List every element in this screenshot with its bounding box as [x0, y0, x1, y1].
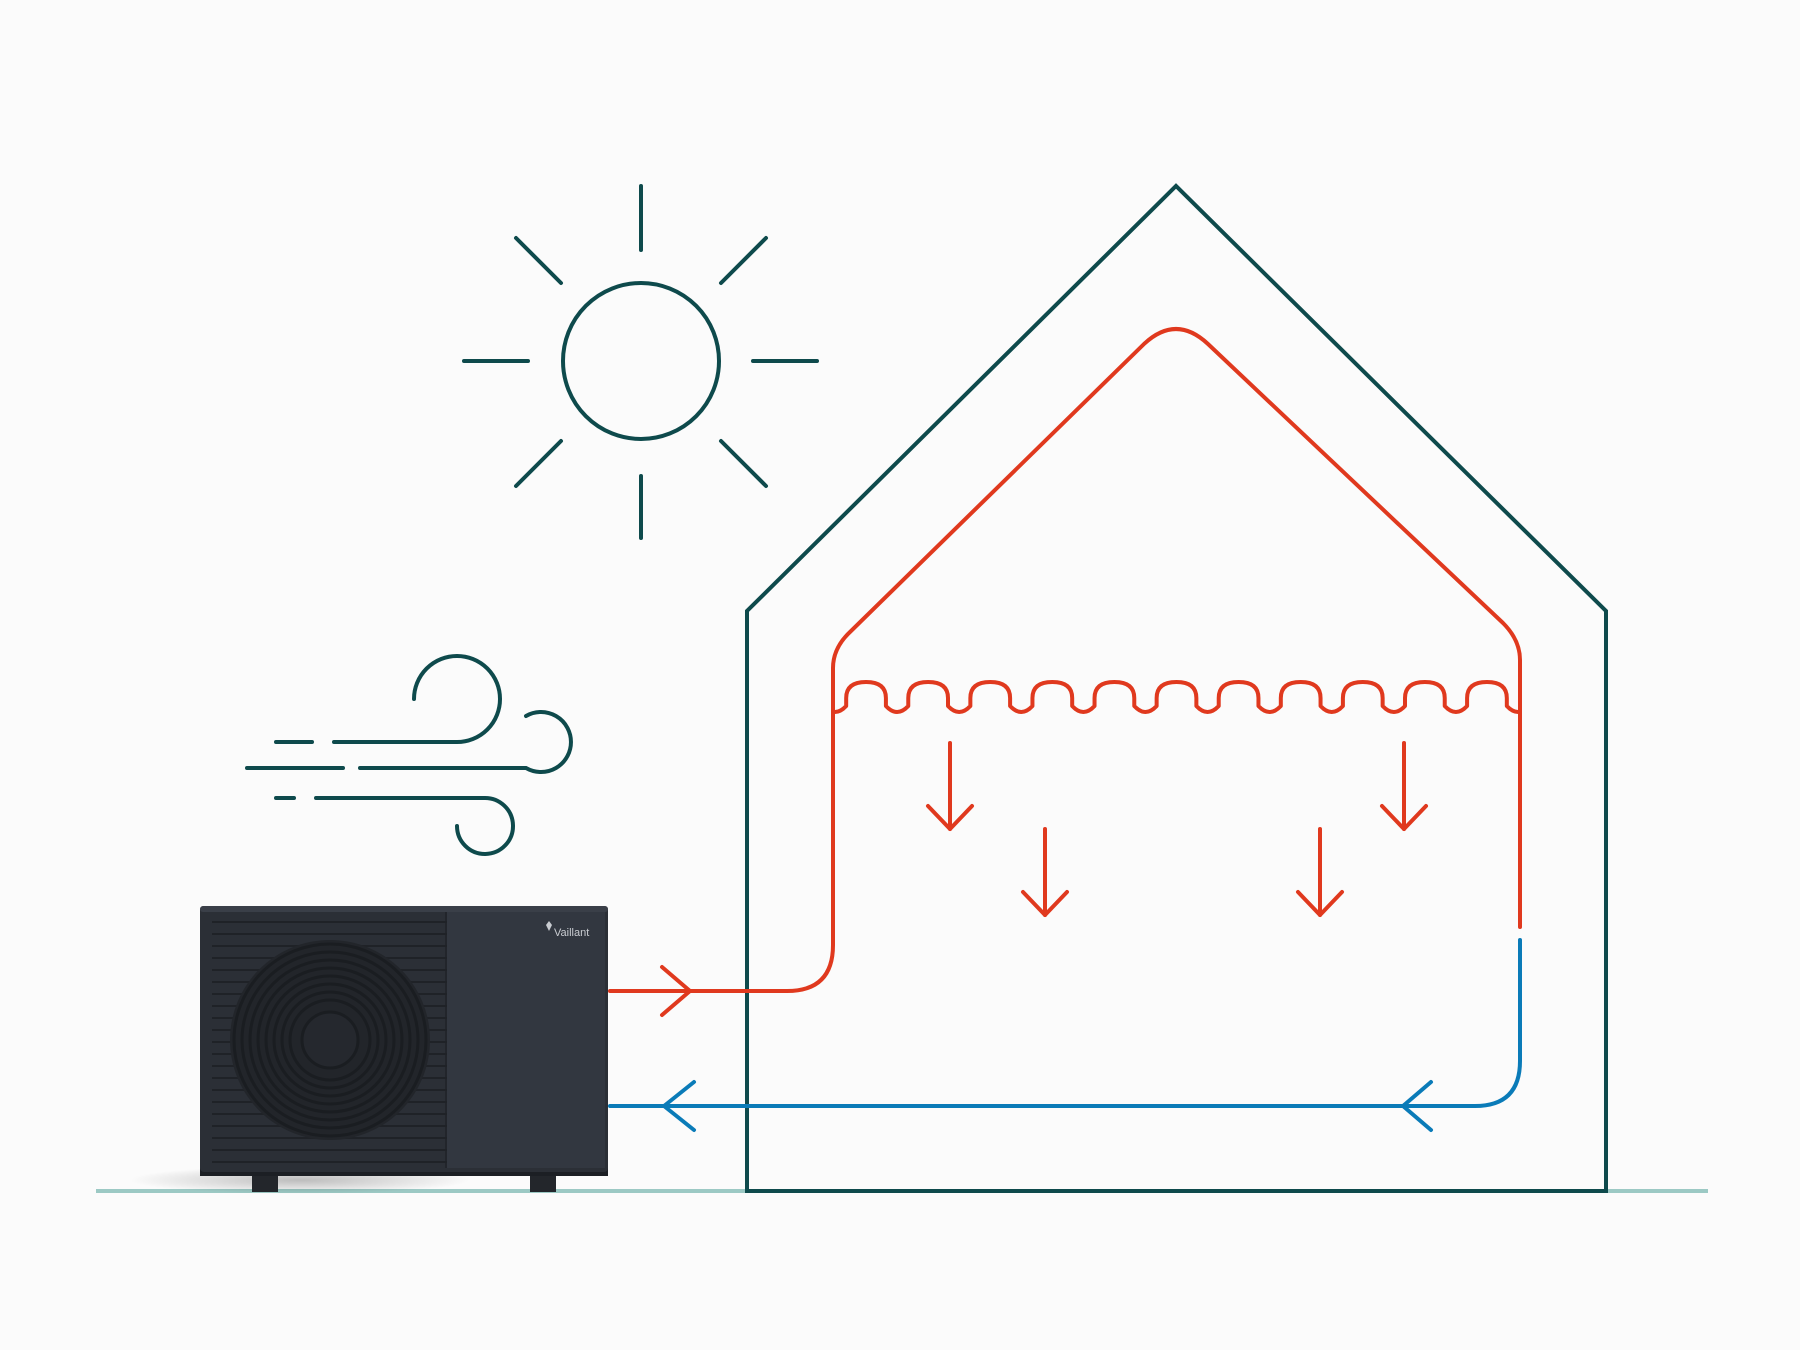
wind-icon [245, 654, 573, 856]
unit-foot [530, 1172, 556, 1192]
cold-water-flow [608, 938, 1522, 1132]
hot-water-flow [608, 327, 1522, 1017]
unit-service-panel [447, 912, 605, 1168]
wind-gust-middle [358, 710, 573, 774]
sun-icon [462, 184, 819, 540]
unit-top-edge [200, 906, 608, 912]
fan-ring [240, 950, 420, 1130]
sun-disc [561, 281, 721, 441]
heat-down-arrow [1380, 741, 1428, 831]
sun-ray [719, 236, 768, 285]
cold-return-pipe [608, 938, 1522, 1108]
brand-mark-icon [546, 921, 552, 931]
fan-ring [288, 998, 372, 1082]
wind-gust-bottom [314, 795, 515, 856]
fan-ring [280, 990, 380, 1090]
sun-ray [514, 236, 563, 285]
heat-radiation-arrows [926, 741, 1428, 917]
unit-foot [252, 1172, 278, 1192]
fan-ring [264, 974, 396, 1106]
outdoor-heat-pump-unit: Vaillant [130, 906, 608, 1194]
cold-flow-arrow [662, 1080, 696, 1132]
fan-ring [248, 958, 412, 1122]
wind-gust-top [332, 654, 502, 744]
hot-supply-pipe [608, 327, 1522, 993]
brand-label: Vaillant [554, 927, 589, 939]
vaillant-logo: Vaillant [546, 921, 589, 939]
heat-down-arrow [1296, 827, 1344, 917]
cold-flow-arrow [1401, 1080, 1433, 1132]
fan-ring [256, 966, 404, 1114]
heat-down-arrow [926, 741, 974, 831]
heat-down-arrow [1021, 827, 1069, 917]
sun-ray [514, 439, 563, 488]
sun-ray [719, 439, 768, 488]
house-outline [745, 183, 1608, 1193]
fan-hub [300, 1010, 360, 1070]
radiant-heating-coil [833, 680, 1520, 714]
fan-ring [232, 942, 428, 1138]
hot-flow-arrow [660, 965, 692, 1017]
fan-ring [272, 982, 388, 1098]
